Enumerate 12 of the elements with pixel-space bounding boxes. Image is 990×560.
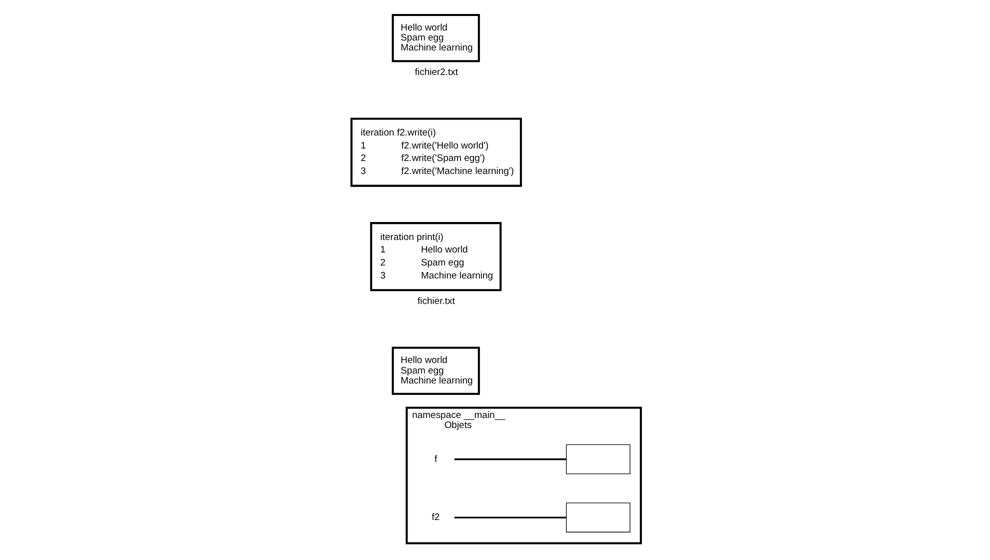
node-label: fichier.txt (417, 296, 454, 308)
connector (454, 516, 566, 518)
node-text: f (434, 454, 437, 465)
node-text: f2 (431, 512, 440, 524)
node-box: iteration f2.write(i) 1 f2.write('Hello world') 2 f2.write('Spam egg') 3 f2.write('Machine learning') (350, 118, 522, 187)
node-box: Hello world Spam egg Machine learning (391, 14, 480, 62)
node-box: iteration print(i) 1 Hello world 2 Spam egg 3 Machine learning (370, 222, 502, 292)
node-box (565, 502, 630, 532)
node-label: fichier2.txt (414, 67, 458, 78)
node-box: Hello world Spam egg Machine learning (391, 346, 480, 395)
node-box (565, 444, 630, 474)
connector (454, 458, 566, 460)
